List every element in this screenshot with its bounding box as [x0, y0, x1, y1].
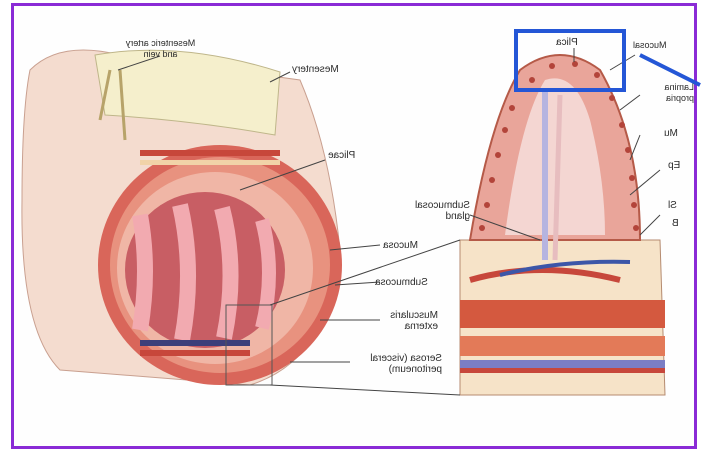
- leader-line: [335, 282, 380, 285]
- villus-muscle-layer: [460, 300, 665, 328]
- plica-fold: [262, 220, 269, 328]
- pointer-arrow: [640, 55, 700, 85]
- leader-line: [270, 385, 460, 395]
- label-right-frag-4: B: [672, 218, 679, 229]
- villus-muscle-layer: [460, 336, 665, 356]
- layer-band: [140, 340, 250, 346]
- layer-band: [140, 150, 280, 156]
- label-right-frag-1: Mu: [664, 128, 678, 139]
- leader-line: [630, 135, 640, 160]
- label-mucosa: Mucosa: [383, 240, 418, 251]
- label-lamina-right: Lamina propria: [644, 82, 694, 104]
- leader-line: [640, 215, 660, 235]
- plica-fold: [180, 205, 188, 340]
- villus-serosa-band: [460, 360, 665, 368]
- villus-serosa-band: [460, 368, 665, 373]
- label-serosa: Serosa (visceral peritoneum): [352, 353, 442, 375]
- label-submucosa: Submucosa: [375, 277, 428, 288]
- label-plicae-left: Plicae: [328, 150, 355, 161]
- label-right-frag-3: Sl: [668, 200, 677, 211]
- layer-band: [140, 350, 250, 356]
- label-mesenteric-artery-vein: Mesenteric artery and vein: [118, 38, 203, 60]
- plica-fold: [140, 215, 145, 330]
- highlight-box: [514, 29, 626, 92]
- label-muscularis-externa: Muscularis externa: [380, 310, 438, 332]
- label-mesentery: Mesentery: [292, 64, 339, 75]
- label-mucosal-right: Mucosal: [633, 40, 667, 51]
- label-submucosal-gland: Submucosal gland: [410, 200, 470, 222]
- leader-line: [620, 95, 640, 110]
- label-right-frag-2: Ep: [668, 160, 680, 171]
- layer-band: [140, 160, 280, 165]
